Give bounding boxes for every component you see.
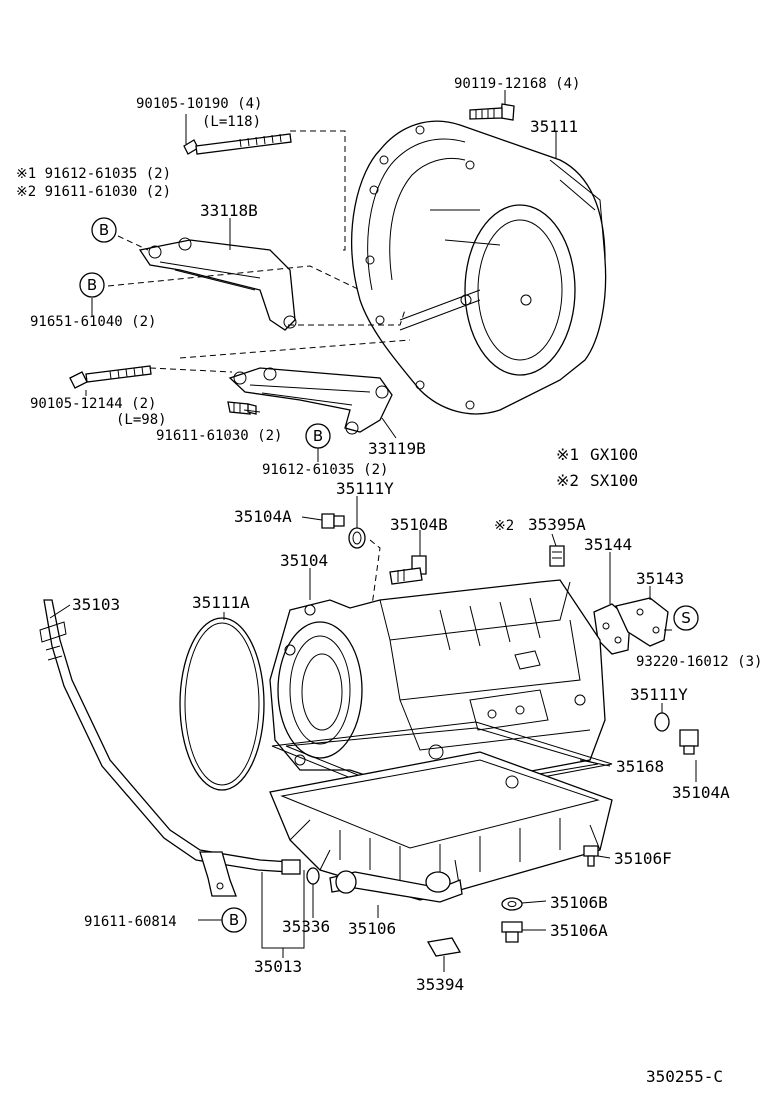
- bell-housing-35111: [351, 120, 607, 415]
- label-90105-12144-length: (L=98): [116, 412, 167, 428]
- diagram-id: 350255-C: [646, 1067, 723, 1086]
- label-91651: 91651-61040 (2): [30, 314, 156, 330]
- label-35103: 35103: [72, 595, 120, 614]
- label-35111Y-bottom: 35111Y: [630, 685, 688, 704]
- leader-lines: [49, 90, 697, 972]
- label-35104A-bottom: 35104A: [672, 783, 730, 802]
- dash-line-a: [290, 130, 346, 251]
- label-35104: 35104: [280, 551, 328, 570]
- bolt-90105-10190: [183, 133, 292, 155]
- fitting-35104B: [389, 555, 427, 585]
- part-labels: 90105-10190 (4) (L=118) 90119-12168 (4) …: [16, 76, 760, 994]
- label-91612-top: ※1 91612-61035 (2): [16, 166, 171, 182]
- dash-line-c: [107, 265, 361, 291]
- label-90105-12144: 90105-12144 (2): [30, 396, 156, 412]
- bracket-33119B: [228, 367, 393, 435]
- label-35104B: 35104B: [390, 515, 448, 534]
- label-35336: 35336: [282, 917, 330, 936]
- callout-b-label: B: [313, 427, 323, 445]
- label-35111A: 35111A: [192, 593, 250, 612]
- label-35144: 35144: [584, 535, 632, 554]
- oring-35111Y-top: [348, 527, 366, 549]
- callout-b-label: B: [99, 221, 109, 239]
- note-2-mark: ※2: [556, 471, 579, 490]
- label-35143: 35143: [636, 569, 684, 588]
- sensor-35395A: [549, 545, 565, 567]
- label-35106A: 35106A: [550, 921, 608, 940]
- label-35106: 35106: [348, 919, 396, 938]
- label-35111: 35111: [530, 117, 578, 136]
- label-91611-60814: 91611-60814: [84, 914, 177, 930]
- label-93220: 93220-16012 (3): [636, 654, 760, 670]
- label-35106B: 35106B: [550, 893, 608, 912]
- label-33119B: 33119B: [368, 439, 426, 458]
- dash-line-d: [288, 309, 406, 326]
- dash-line-b: [117, 235, 149, 251]
- callout-b-1: B: [91, 217, 117, 243]
- label-33118B: 33118B: [200, 201, 258, 220]
- label-91611-top: ※2 91611-61030 (2): [16, 184, 171, 200]
- label-35104A-top: 35104A: [234, 507, 292, 526]
- oring-35111A: [179, 617, 265, 791]
- label-90105-10190: 90105-10190 (4): [136, 96, 262, 112]
- label-35168: 35168: [616, 757, 664, 776]
- note-2-model: SX100: [590, 471, 638, 490]
- gasket-35106B: [501, 897, 523, 911]
- bolt-90119-12168: [469, 103, 515, 121]
- callout-s-label: S: [681, 609, 691, 627]
- dash-line-g: [369, 539, 381, 621]
- plug-35106A: [501, 921, 523, 943]
- plug-35104A-top: [321, 513, 345, 529]
- dipstick-tube-35103: [39, 599, 301, 897]
- dash-line-e: [149, 367, 233, 373]
- callout-b-4: B: [221, 907, 247, 933]
- callout-b-2: B: [79, 272, 105, 298]
- oring-35111Y-bottom: [654, 712, 670, 732]
- label-35395A: 35395A: [528, 515, 586, 534]
- transmission-case-35104: [269, 579, 606, 791]
- label-35395A-mark: ※2: [494, 518, 514, 534]
- filler-tube-35106: [329, 870, 463, 903]
- model-notes: ※1 GX100 ※2 SX100: [556, 445, 638, 490]
- note-1-model: GX100: [590, 445, 638, 464]
- label-90119-12168: 90119-12168 (4): [454, 76, 580, 92]
- label-91611-mid: 91611-61030 (2): [156, 428, 282, 444]
- label-35106F: 35106F: [614, 849, 672, 868]
- label-91612-mid: 91612-61035 (2): [262, 462, 388, 478]
- dash-line-f: [179, 339, 411, 359]
- note-1-mark: ※1: [556, 445, 579, 464]
- callout-b-label: B: [87, 276, 97, 294]
- magnet-35394: [426, 937, 462, 957]
- bolt-35106F: [583, 845, 599, 867]
- bracket-33118B: [138, 237, 297, 331]
- label-35013: 35013: [254, 957, 302, 976]
- label-35394: 35394: [416, 975, 464, 994]
- callout-b-label: B: [229, 911, 239, 929]
- plug-35104A-bottom: [679, 729, 699, 755]
- callout-b-3: B: [305, 423, 331, 449]
- callout-s: S: [673, 605, 699, 631]
- label-90105-10190-length: (L=118): [202, 114, 261, 130]
- gasket-35336: [306, 867, 320, 885]
- bolt-91611-61030: [227, 401, 257, 415]
- label-35111Y-top: 35111Y: [336, 479, 394, 498]
- bolt-90105-12144: [69, 365, 152, 389]
